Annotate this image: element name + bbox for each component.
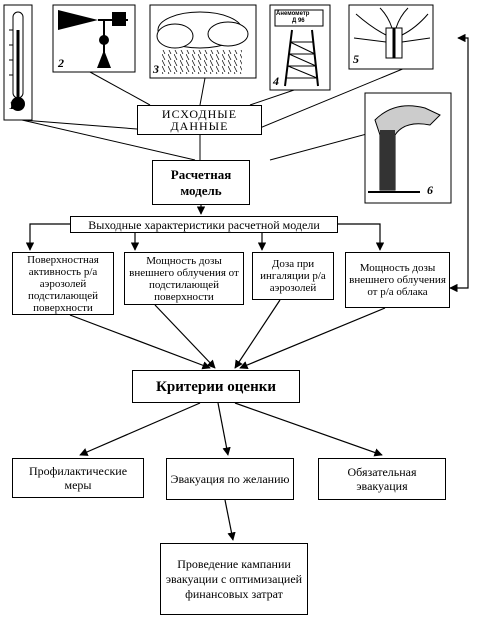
picture-number-5: 5 (353, 52, 359, 66)
calc-model-box: Расчетная модель (152, 160, 250, 205)
anemometer-mast-picture (269, 4, 331, 91)
dose-rate-cloud-box: Мощность дозы внешнего облучения от р/а … (345, 252, 450, 308)
cloud-picture (149, 4, 257, 79)
picture-number-4: 4 (273, 74, 279, 88)
thermometer-picture (3, 4, 33, 121)
picture-number-2: 2 (58, 56, 64, 70)
preventive-measures-box: Профилактические меры (12, 458, 144, 498)
evacuation-campaign-box: Проведение кампании эвакуации с оптимиза… (160, 543, 308, 615)
criteria-box: Критерии оценки (132, 370, 300, 403)
picture-number-3: 3 (153, 62, 159, 76)
output-chars-box: Выходные характеристики расчетной модели (70, 216, 338, 233)
mandatory-evacuation-box: Обязательная эвакуация (318, 458, 446, 500)
plume-picture (364, 92, 452, 204)
flow-arrows (25, 33, 469, 541)
voluntary-evacuation-box: Эвакуация по желанию (166, 458, 294, 500)
anemometer-sublabel: Д 96 (292, 18, 305, 24)
wind-vane-picture (52, 4, 136, 73)
emission-source-picture (348, 4, 434, 70)
initial-data-box: ИСХОДНЫЕ ДАННЫЕ (137, 105, 262, 135)
dose-rate-surface-box: Мощность дозы внешнего облучения от подс… (124, 252, 244, 305)
picture-number-6: 6 (427, 183, 433, 197)
surface-activity-box: Поверхностная активность р/а аэрозолей п… (12, 252, 114, 315)
picture-number-1: 1 (9, 98, 15, 112)
anemometer-label: Анемометр (276, 11, 310, 17)
inhalation-dose-box: Доза при ингаляции р/а аэрозолей (252, 252, 334, 300)
